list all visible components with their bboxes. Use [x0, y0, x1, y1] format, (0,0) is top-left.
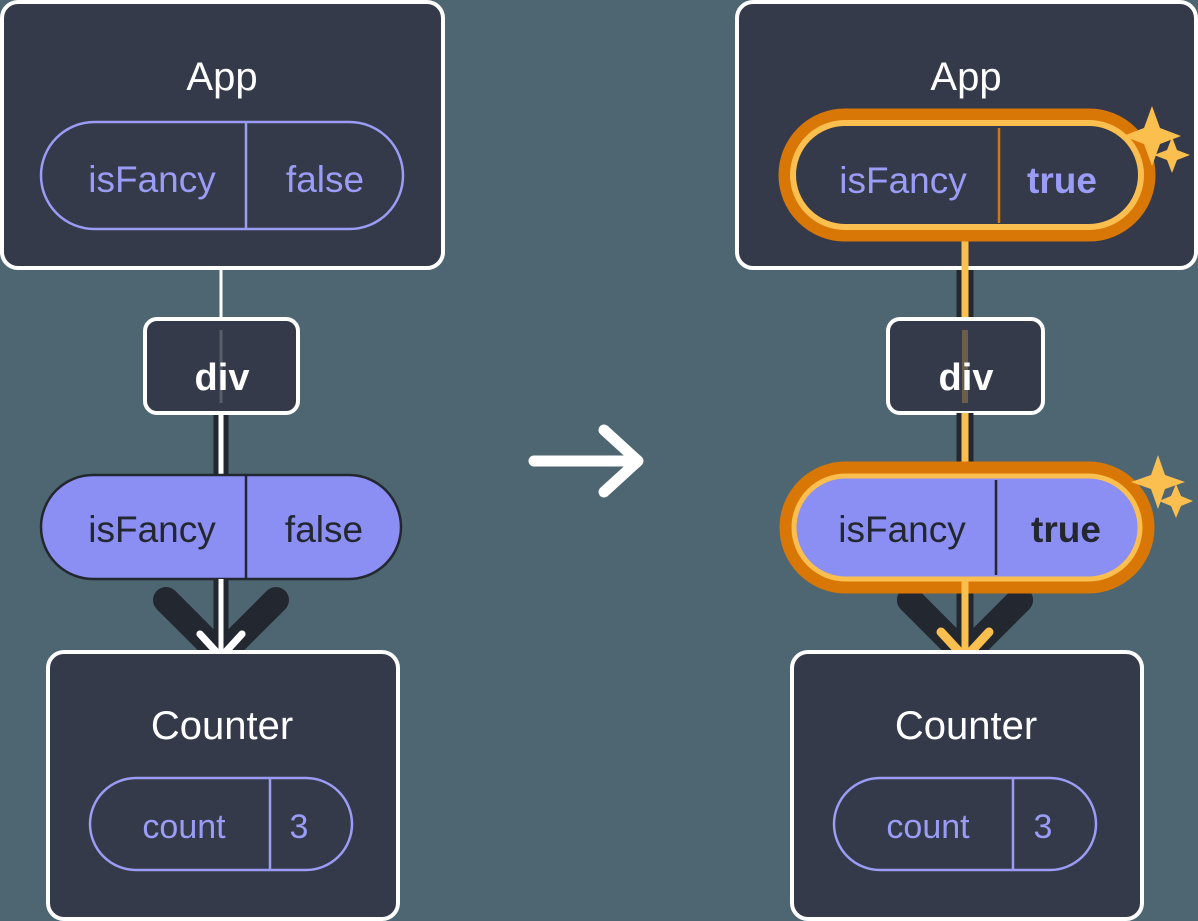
node-counter-after[interactable]: Counter count 3	[790, 650, 1144, 921]
counter-pill-value-before: 3	[290, 808, 309, 846]
counter-pill-key-after: count	[886, 808, 970, 846]
sparkle-small-icon-prop	[1159, 484, 1193, 518]
counter-state-pill-after[interactable]: count 3	[832, 776, 1098, 872]
state-pill-key-after: isFancy	[839, 160, 967, 201]
state-pill-glow-inner-after	[790, 120, 1144, 230]
prop-pill-value-after: true	[1031, 509, 1101, 550]
app-title-after: App	[930, 55, 1001, 99]
state-pill-after[interactable]: isFancy true	[778, 108, 1156, 242]
node-div-before[interactable]: div	[143, 317, 300, 415]
app-title-before: App	[186, 55, 257, 99]
state-pill-outline-before	[39, 120, 405, 231]
app-box-before	[0, 0, 445, 270]
sparkle-group-prop-after	[1131, 455, 1193, 518]
panel-after: App isFancy true div	[735, 0, 1198, 921]
node-counter-before[interactable]: Counter count 3	[46, 650, 400, 921]
state-pill-value-before: false	[286, 159, 364, 200]
node-prop-pill-before[interactable]: isFancy false	[39, 473, 403, 581]
panel-before: App isFancy false div isFancy false	[0, 0, 445, 921]
arrow-right-icon	[528, 424, 644, 498]
prop-pill-value-before: false	[285, 509, 363, 550]
state-pill-key-before: isFancy	[88, 159, 216, 200]
node-prop-pill-after[interactable]: isFancy true	[779, 461, 1155, 594]
sparkle-large-icon-app	[1123, 106, 1181, 166]
sparkle-group-app-after	[1123, 106, 1190, 173]
counter-pill-outline-before	[88, 776, 354, 872]
sparkle-large-icon-prop	[1131, 455, 1185, 509]
counter-pill-value-after: 3	[1034, 808, 1053, 846]
counter-state-pill-before[interactable]: count 3	[88, 776, 354, 872]
counter-title-after: Counter	[895, 704, 1037, 748]
transition-arrow-right-icon	[528, 424, 644, 498]
prop-pill-key-before: isFancy	[88, 509, 216, 550]
counter-box-after	[790, 650, 1144, 921]
node-div-after[interactable]: div	[886, 317, 1045, 415]
state-pill-value-after: true	[1027, 160, 1097, 201]
div-title-after: div	[939, 357, 994, 399]
counter-box-before	[46, 650, 400, 921]
div-title-before: div	[195, 357, 250, 399]
node-app-before[interactable]: App isFancy false	[0, 0, 445, 270]
sparkle-small-icon-app	[1154, 137, 1190, 173]
prop-pill-key-after: isFancy	[838, 509, 966, 550]
state-pill-before[interactable]: isFancy false	[39, 120, 405, 231]
counter-title-before: Counter	[151, 704, 293, 748]
counter-pill-outline-after	[832, 776, 1098, 872]
counter-pill-key-before: count	[142, 808, 226, 846]
